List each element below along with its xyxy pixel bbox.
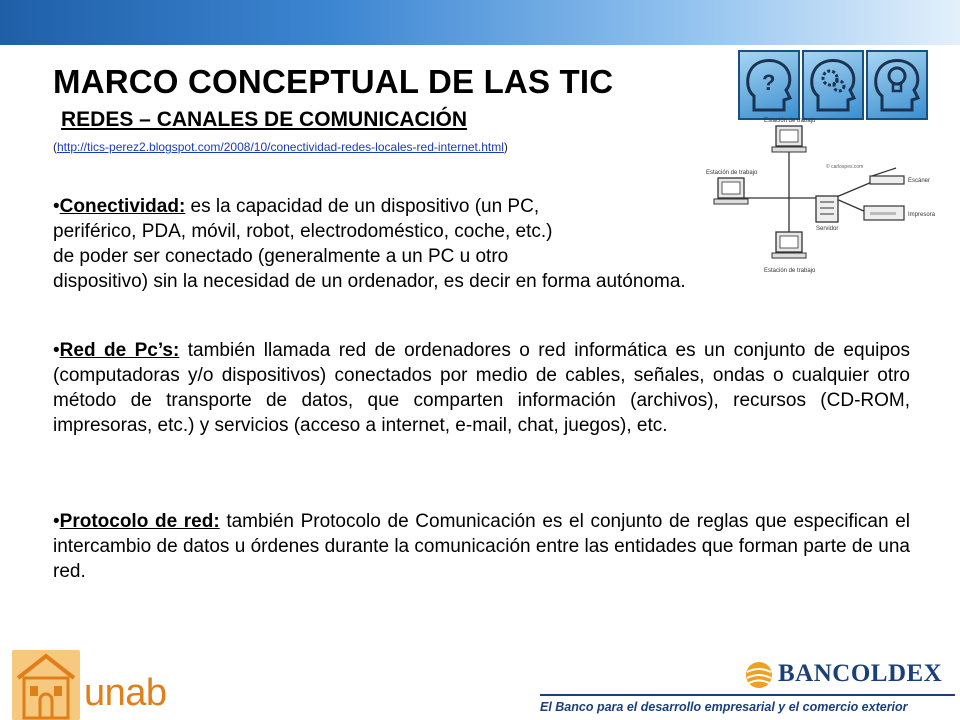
source-reference: (http://tics-perez2.blogspot.com/2008/10… — [53, 140, 508, 154]
term-conectividad: Conectividad: — [59, 196, 186, 217]
source-open-paren: ( — [53, 140, 57, 154]
definition-text: también Protocolo de Comunicación es el … — [53, 511, 910, 582]
label-workstation-left: Estación de trabajo — [706, 170, 758, 176]
bullet: • — [53, 196, 60, 217]
page-title: MARCO CONCEPTUAL DE LAS TIC — [53, 63, 614, 100]
term-protocolo-de-red: Protocolo de red: — [59, 511, 220, 532]
line-2: periférico, PDA, móvil, robot, electrodo… — [53, 221, 553, 242]
unab-logo-text: unab — [84, 672, 167, 714]
page-subtitle: REDES – CANALES DE COMUNICACIÓN — [61, 108, 468, 131]
network-diagram: Estación de trabajo Estación de trabajo … — [706, 118, 936, 274]
line-1: es la capacidad de un dispositivo (un PC… — [185, 196, 540, 217]
paragraph-conectividad: •Conectividad: es la capacidad de un dis… — [53, 194, 933, 294]
gears-head-icon — [802, 50, 864, 120]
bancoldex-globe-icon — [746, 662, 772, 688]
line-4: dispositivo) sin la necesidad de un orde… — [53, 271, 686, 292]
label-printer: Impresora — [908, 212, 936, 218]
source-link[interactable]: http://tics-perez2.blogspot.com/2008/10/… — [57, 140, 504, 154]
printer-icon — [863, 205, 905, 221]
bancoldex-divider — [540, 694, 955, 696]
bancoldex-name: BANCOLDEX — [778, 660, 943, 687]
workstation-left-icon — [713, 177, 749, 205]
term-red-de-pcs: Red de Pc’s: — [59, 340, 180, 361]
scanner-icon — [869, 167, 905, 185]
label-server: Servidor — [816, 226, 838, 232]
svg-text:?: ? — [762, 70, 775, 95]
line-3: de poder ser conectado (generalmente a u… — [53, 246, 509, 267]
bullet: • — [53, 511, 60, 532]
source-close-paren: ) — [503, 140, 508, 154]
lightbulb-head-icon — [866, 50, 928, 120]
bancoldex-tagline: El Banco para el desarrollo empresarial … — [540, 700, 908, 714]
label-scanner: Escáner — [908, 178, 930, 184]
definition-text: también llamada red de ordenadores o red… — [53, 340, 910, 436]
label-watermark: © carlospes.com — [826, 163, 863, 170]
label-workstation-top: Estación de trabajo — [764, 118, 816, 124]
label-workstation-bottom: Estación de trabajo — [764, 268, 816, 274]
workstation-top-icon — [771, 125, 807, 153]
header-icons: ? — [738, 50, 934, 122]
server-icon — [815, 195, 839, 223]
paragraph-protocolo-de-red: •Protocolo de red: también Protocolo de … — [53, 509, 910, 584]
question-head-icon: ? — [738, 50, 800, 120]
workstation-bottom-icon — [771, 231, 807, 259]
unab-building-icon — [12, 650, 80, 720]
bullet: • — [53, 340, 60, 361]
paragraph-red-de-pcs: •Red de Pc’s: también llamada red de ord… — [53, 338, 910, 438]
header-bar — [0, 0, 960, 45]
